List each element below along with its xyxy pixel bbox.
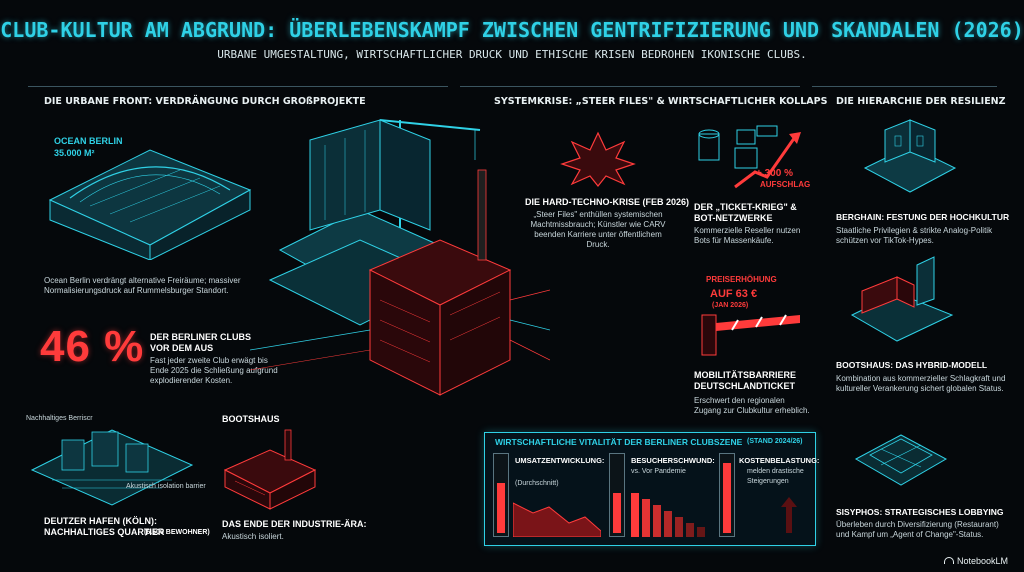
hafen-note-2: Akustisch isolation barrier: [126, 483, 206, 490]
sisyphos-text: Überleben durch Diversifizierung (Restau…: [836, 520, 999, 539]
hafen-title: DEUTZER HAFEN (KÖLN): NACHHALTIGES QUART…: [44, 516, 165, 537]
besucher-chart: [631, 493, 705, 537]
ticket-text: Kommerzielle Reseller nutzen Bots für Ma…: [694, 226, 801, 245]
stat-label: DER BERLINER CLUBS VOR DEM AUS: [150, 332, 252, 353]
ticket-title: DER „TICKET-KRIEG" & BOT-NETZWERKE: [694, 202, 797, 223]
bootshaus-hybrid-text: Kombination aus kommerzieller Schlagkraf…: [836, 374, 1006, 393]
page-title: CLUB-KULTUR AM ABGRUND: ÜBERLEBENSKAMPF …: [0, 18, 1024, 42]
divider-line: [812, 86, 997, 87]
bootshaus-label: BOOTSHAUS: [222, 414, 280, 424]
mobil-title: MOBILITÄTSBARRIERE DEUTSCHLANDTICKET: [694, 370, 796, 391]
brand-label: NotebookLM: [957, 556, 1009, 566]
crisis-text: „Steer Files" enthüllen systemischen Mac…: [530, 210, 666, 249]
left-section-heading: DIE URBANE FRONT: VERDRÄNGUNG DURCH GROß…: [44, 96, 366, 107]
surcharge-value: + 300 %: [756, 168, 793, 179]
sisyphos-illustration: [854, 434, 948, 486]
umsatz-gauge: [493, 453, 509, 537]
stat-value: 46 %: [40, 322, 145, 371]
kosten-sub: melden drastische Steigerungen: [747, 468, 804, 485]
bootshaus-illustration: [223, 429, 317, 510]
bootshaus-hybrid-illustration: [850, 256, 954, 342]
besucher-label: BESUCHERSCHWUND:: [631, 456, 715, 465]
explosion-icon: [560, 131, 636, 187]
ocean-berlin-illustration: [48, 149, 252, 260]
price-date: (JAN 2026): [712, 302, 749, 309]
umsatz-chart: [513, 502, 601, 537]
ticket-bot-icon: [698, 125, 801, 189]
surcharge-label: AUFSCHLAG: [760, 180, 811, 189]
umsatz-gauge-fill: [497, 483, 505, 533]
panel-stand: (STAND 2024/26): [747, 438, 803, 445]
hafen-note-1: Nachhaltiges Berriscr: [26, 415, 93, 422]
umsatz-label: UMSATZENTWICKLUNG:: [515, 456, 605, 465]
besucher-gauge: [609, 453, 625, 537]
city-transformation-illustration: [250, 119, 550, 396]
hafen-sub: (6.500 BEWOHNER): [144, 529, 210, 536]
besucher-sub: vs. Vor Pandemie: [631, 468, 686, 475]
berghain-text: Staatliche Privilegien & strikte Analog-…: [836, 226, 993, 245]
besucher-gauge-fill: [613, 493, 621, 533]
arrow-up-icon: [781, 497, 797, 533]
panel-title: WIRTSCHAFTLICHE VITALITÄT DER BERLINER C…: [495, 437, 743, 447]
bootshaus-title: DAS ENDE DER INDUSTRIE-ÄRA:: [222, 519, 367, 529]
brand-logo: NotebookLM: [944, 556, 1008, 566]
divider-line: [460, 86, 800, 87]
bootshaus-text: Akustisch isoliert.: [222, 532, 284, 541]
crisis-title: DIE HARD-TECHNO-KRISE (FEB 2026): [525, 197, 690, 207]
mobil-text: Erschwert den regionalen Zugang zur Club…: [694, 396, 810, 415]
center-section-heading: SYSTEMKRISE: „STEER FILES" & WIRTSCHAFTL…: [494, 96, 828, 107]
bootshaus-hybrid-title: BOOTSHAUS: DAS HYBRID-MODELL: [836, 360, 988, 370]
right-section-heading: DIE HIERARCHIE DER RESILIENZ: [836, 96, 1006, 107]
ocean-text: Ocean Berlin verdrängt alternative Freir…: [44, 276, 241, 295]
sisyphos-title: SISYPHOS: STRATEGISCHES LOBBYING: [836, 507, 1004, 517]
kosten-gauge: [719, 453, 735, 537]
price-label: PREISERHÖHUNG: [706, 275, 777, 284]
economic-vitality-panel: WIRTSCHAFTLICHE VITALITÄT DER BERLINER C…: [484, 432, 820, 546]
divider-line: [28, 86, 448, 87]
kosten-gauge-fill: [723, 463, 731, 533]
umsatz-sub: (Durchschnitt): [515, 480, 559, 487]
kosten-label: KOSTENBELASTUNG:: [739, 456, 820, 465]
price-value: AUF 63 €: [710, 288, 758, 300]
ocean-label: OCEAN BERLIN: [54, 136, 123, 146]
ocean-size: 35.000 M²: [54, 148, 95, 158]
berghain-title: BERGHAIN: FESTUNG DER HOCHKULTUR: [836, 212, 1010, 222]
page-subtitle: URBANE UMGESTALTUNG, WIRTSCHAFTLICHER DR…: [217, 48, 807, 61]
notebook-icon: [944, 557, 954, 564]
deutzer-hafen-illustration: [30, 429, 194, 506]
barrier-icon: [701, 314, 800, 356]
berghain-illustration: [863, 119, 957, 193]
stat-text: Fast jeder zweite Club erwägt bis Ende 2…: [150, 356, 278, 385]
